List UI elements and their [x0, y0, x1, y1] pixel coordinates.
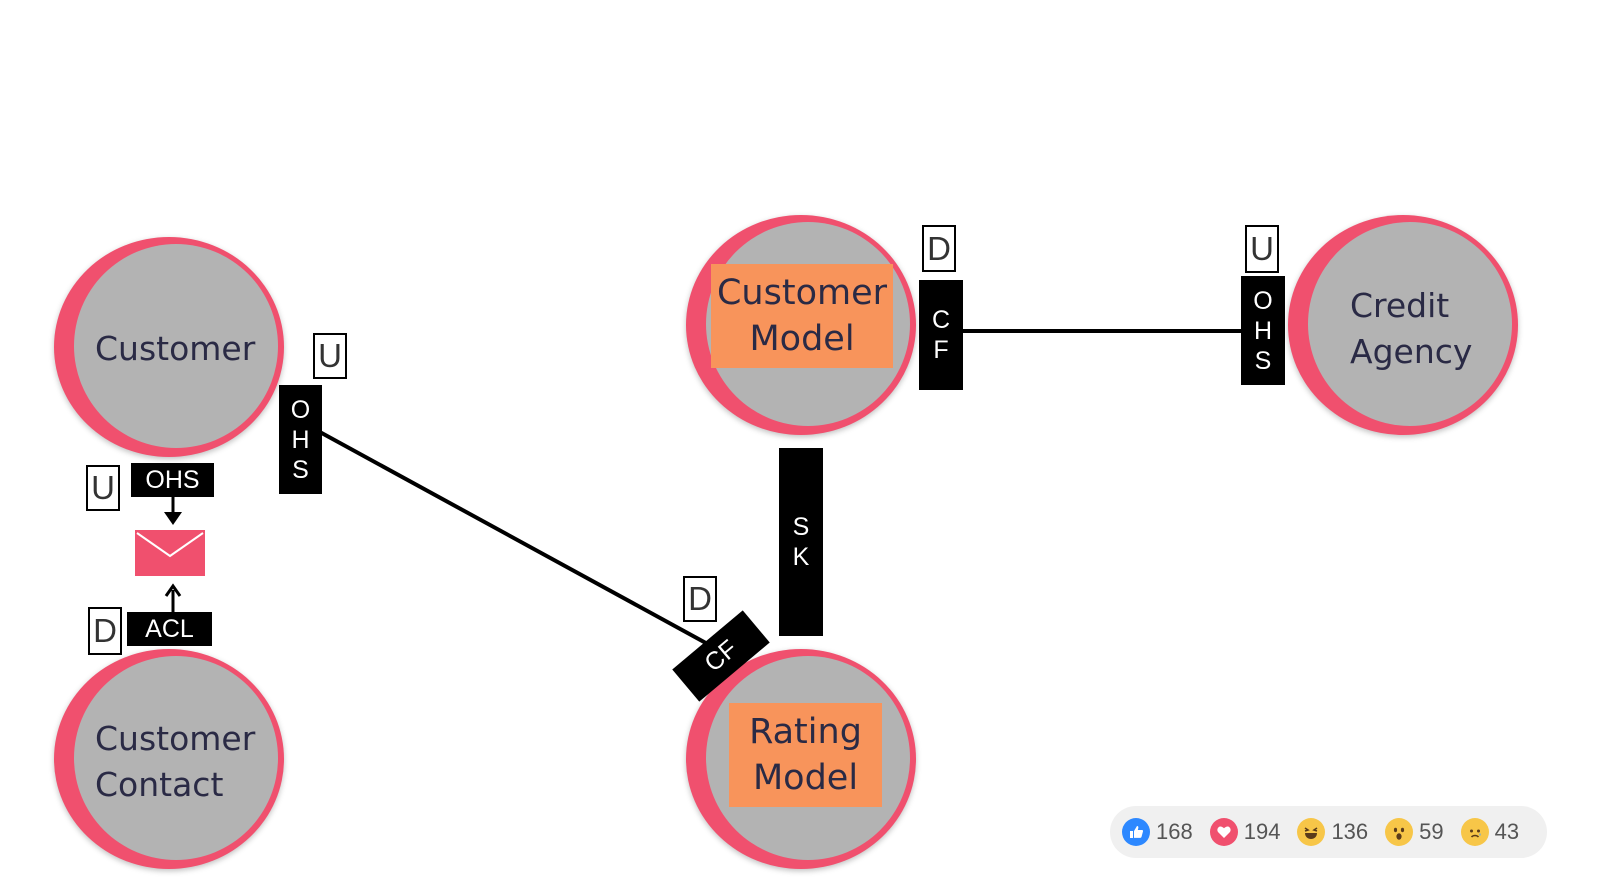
shared-kernel-letter: S	[792, 513, 810, 541]
sad-icon	[1460, 818, 1489, 846]
like-count: 168	[1156, 819, 1193, 844]
credit-ohs-pattern: O H S	[1241, 276, 1285, 385]
customer-context[interactable]	[54, 237, 284, 457]
sad-count: 43	[1494, 819, 1520, 844]
model-cf-pattern: C F	[919, 280, 963, 390]
reaction-sad[interactable]: 43	[1460, 818, 1520, 846]
wow-count: 59	[1419, 819, 1444, 844]
customer-ohs-letter: O	[290, 395, 311, 424]
customer-model-context-label: Customer Model	[716, 273, 887, 359]
customer-rating-line	[317, 429, 716, 650]
customer-context-fill	[74, 244, 278, 448]
customer-context-label: Customer	[95, 329, 256, 368]
shared-kernel-letter: K	[792, 543, 810, 571]
model-cf-letter: F	[933, 336, 949, 364]
reaction-wow[interactable]: 59	[1385, 818, 1444, 846]
contact-downstream-role: D	[88, 607, 122, 655]
credit-agency-context-label: Credit Agency	[1350, 286, 1473, 371]
like-icon	[1122, 818, 1150, 846]
rating-model-sticky-note[interactable]: Rating Model	[729, 703, 882, 807]
customer-contact-context-label: Customer Contact	[95, 719, 256, 804]
reactions-bar: 168 194 136 59 43	[1110, 806, 1547, 858]
rating-model-context-label: Rating Model	[749, 712, 862, 798]
haha-count: 136	[1331, 819, 1369, 844]
customer-ohs-letter: S	[292, 455, 309, 484]
contact-acl-pattern: ACL	[127, 612, 212, 646]
rating-downstream-role: D	[683, 576, 717, 622]
reaction-haha[interactable]: 136	[1297, 818, 1368, 846]
customer-contact-context[interactable]	[54, 649, 284, 869]
message-out-arrowhead	[164, 583, 182, 597]
contact-upstream-role: U	[86, 465, 120, 511]
credit-ohs-letter: O	[1253, 286, 1273, 315]
haha-icon	[1297, 818, 1326, 846]
credit-ohs-letter: H	[1253, 316, 1273, 345]
customer-ohs-letter: H	[291, 425, 310, 454]
love-icon	[1209, 818, 1238, 846]
credit-agency-context-fill	[1308, 222, 1512, 426]
contact-ohs-pattern: OHS	[131, 463, 214, 497]
model-downstream-role: D	[922, 225, 956, 272]
credit-upstream-role: U	[1245, 225, 1279, 273]
reaction-love[interactable]: 194	[1209, 818, 1281, 846]
shared-kernel-pattern: S K	[779, 448, 823, 636]
wow-icon	[1385, 818, 1414, 846]
customer-contact-context-fill	[74, 656, 278, 860]
credit-ohs-letter: S	[1254, 346, 1272, 375]
credit-agency-context[interactable]	[1288, 215, 1518, 435]
message-envelope-icon	[135, 530, 205, 576]
model-cf-letter: C	[931, 306, 951, 334]
customer-model-sticky-note[interactable]: Customer Model	[711, 264, 893, 368]
customer-ohs-pattern: O H S	[279, 385, 322, 494]
reaction-like[interactable]: 168	[1122, 818, 1193, 846]
customer-upstream-role: U	[313, 333, 347, 379]
love-count: 194	[1243, 819, 1281, 844]
message-in-arrowhead	[164, 512, 182, 525]
